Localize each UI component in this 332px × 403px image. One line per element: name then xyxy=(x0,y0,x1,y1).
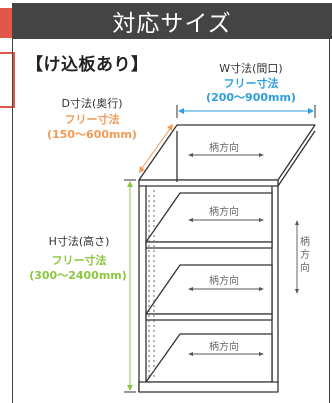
adjust-holes xyxy=(148,190,155,378)
back-right-post xyxy=(277,130,316,187)
height-range: (300〜2400mm) xyxy=(29,269,127,282)
shelf-1-front xyxy=(145,241,273,249)
width-dimension xyxy=(176,105,316,118)
shelf-2-front xyxy=(145,313,273,321)
top-board-front xyxy=(138,179,279,187)
left-tab-box xyxy=(0,52,15,108)
grain-arrows xyxy=(188,153,299,356)
header-band: 対応サイズ xyxy=(12,3,332,39)
depth-free-label: フリー寸法 xyxy=(64,113,120,126)
height-free-label: フリー寸法 xyxy=(51,254,107,267)
width-free-label: フリー寸法 xyxy=(223,77,279,90)
grain-label-shelf-3: 柄方向 xyxy=(207,338,241,353)
depth-label: D寸法(奥行) xyxy=(61,97,123,110)
left-tab-accent xyxy=(0,8,14,38)
depth-dimension xyxy=(139,124,173,173)
width-range: (200〜900mm) xyxy=(206,91,296,104)
grain-label-shelf-2: 柄方向 xyxy=(207,272,241,287)
width-label: W寸法(間口) xyxy=(219,62,283,75)
height-dimension xyxy=(124,179,136,393)
content-panel xyxy=(12,39,330,403)
kickboard xyxy=(138,381,279,393)
grain-label-side: 柄方向 xyxy=(299,236,311,275)
section-title: 【け込板あり】 xyxy=(26,55,149,75)
grain-label-shelf-1: 柄方向 xyxy=(207,203,241,218)
height-label: H寸法(高さ) xyxy=(48,235,110,248)
depth-range: (150〜600mm) xyxy=(47,128,137,141)
header-title: 対応サイズ xyxy=(112,11,232,37)
grain-label-top: 柄方向 xyxy=(207,139,241,154)
